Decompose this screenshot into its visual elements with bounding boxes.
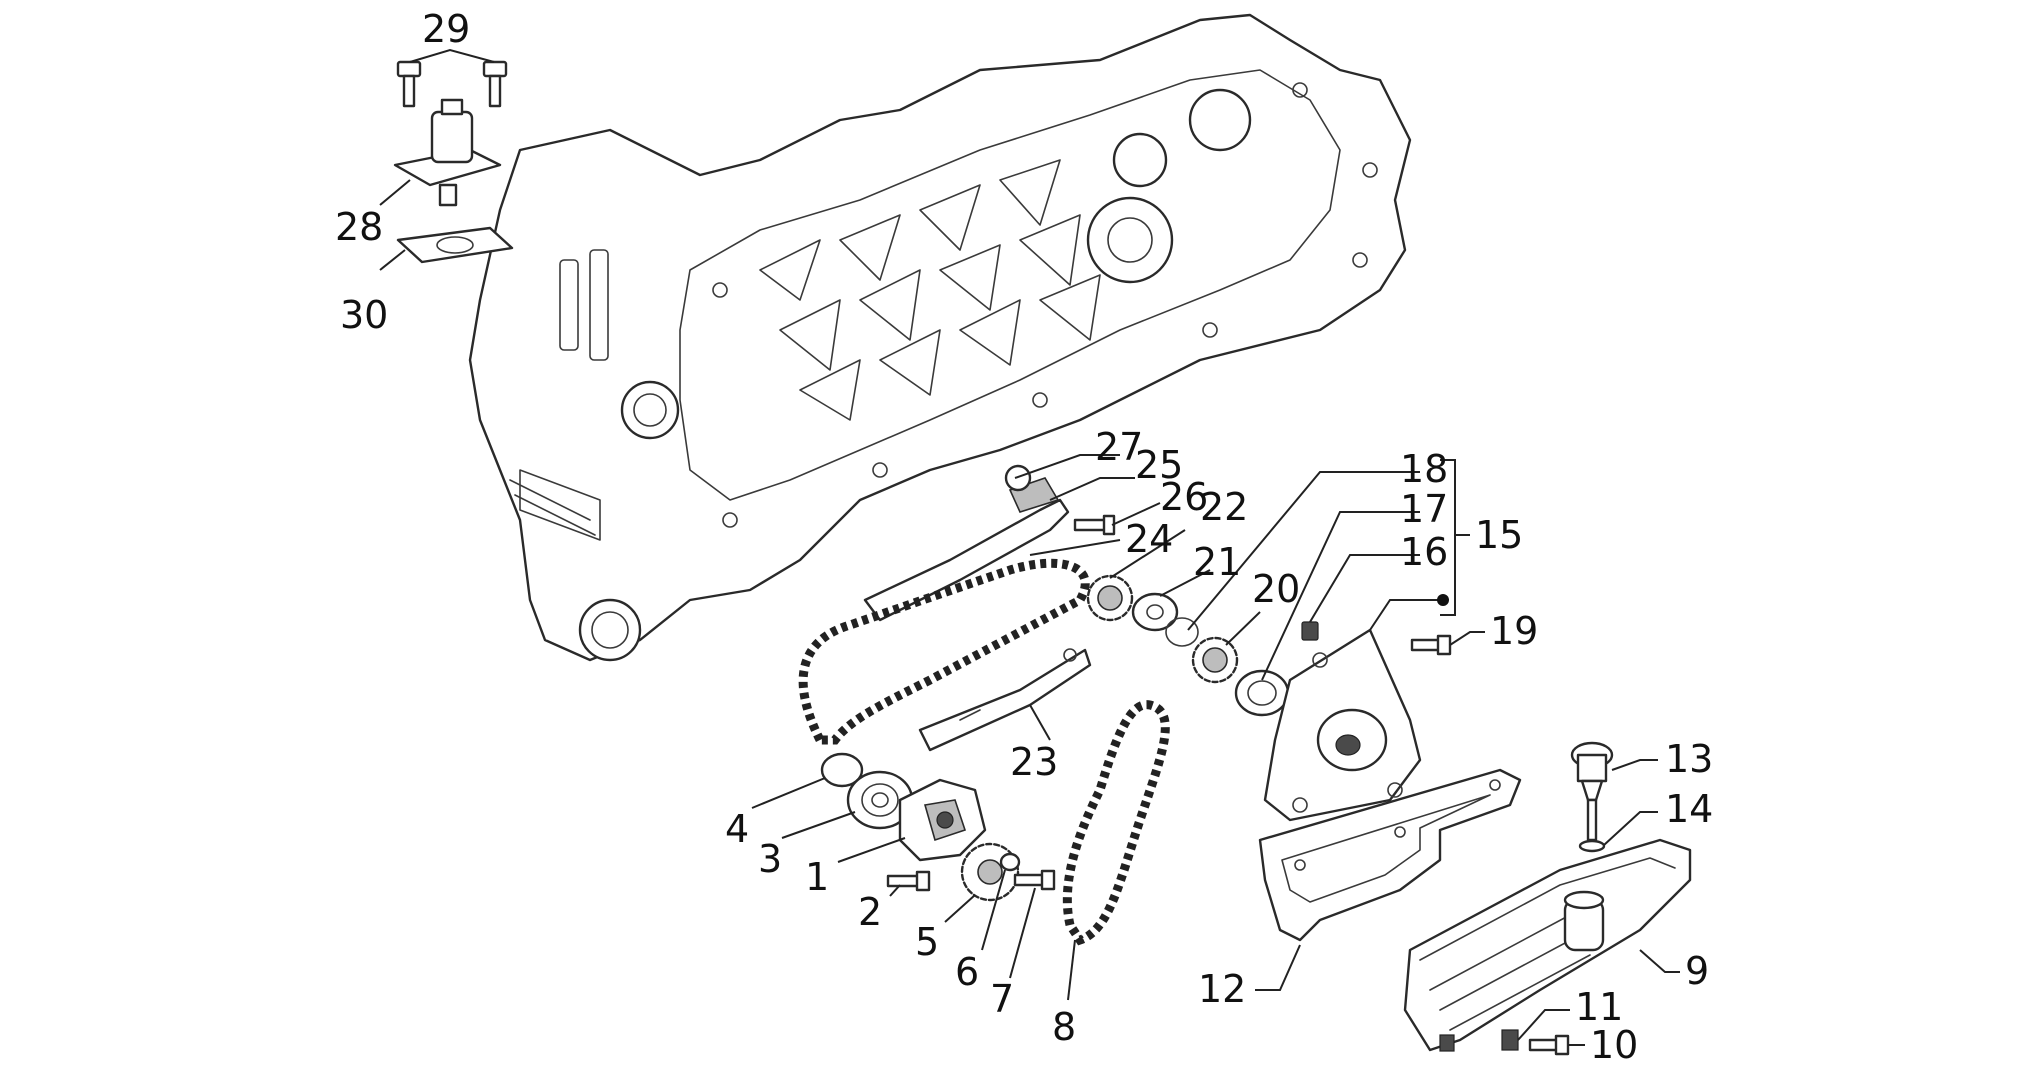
label-27: 27 (1095, 425, 1143, 469)
label-13: 13 (1665, 737, 1713, 781)
pump-sprocket-5 (960, 842, 1020, 902)
label-24: 24 (1125, 517, 1173, 561)
tensioner-bolt-right (482, 60, 508, 108)
oil-sump-9 (1403, 838, 1692, 1052)
seal-ring-14 (1578, 839, 1606, 853)
pump-sprocket-20 (1191, 636, 1239, 684)
pump-bolt-2 (886, 870, 931, 892)
washer-ring (1165, 617, 1199, 647)
label-8: 8 (1052, 1005, 1076, 1049)
chain-guide-upper (863, 464, 1070, 622)
pump-cover-plate (1263, 628, 1422, 822)
washer-6 (999, 852, 1021, 872)
sprocket-bolt-7 (1013, 869, 1056, 891)
label-26: 26 (1160, 475, 1208, 519)
label-5: 5 (915, 920, 939, 964)
label-3: 3 (758, 837, 782, 881)
callout-dot (1437, 594, 1449, 606)
clip-11 (1501, 1029, 1519, 1051)
leader-lines (379, 48, 1680, 1046)
crankcase-ribs (759, 159, 1101, 421)
label-17: 17 (1400, 487, 1448, 531)
label-15: 15 (1475, 513, 1523, 557)
dipstick-13 (1570, 741, 1614, 842)
label-7: 7 (990, 977, 1014, 1021)
washer-21 (1131, 592, 1179, 632)
tensioner-bolt-left (396, 60, 422, 108)
bearing-18 (1234, 669, 1290, 717)
label-18: 18 (1400, 447, 1448, 491)
label-16: 16 (1400, 530, 1448, 574)
label-12: 12 (1198, 967, 1246, 1011)
label-11: 11 (1575, 985, 1623, 1029)
drive-sprocket-22 (1086, 574, 1134, 622)
label-14: 14 (1665, 787, 1713, 831)
label-29: 29 (422, 7, 470, 51)
label-6: 6 (955, 950, 979, 994)
tensioner-assembly (393, 60, 514, 264)
part-number-labels: 29 28 30 27 25 26 22 24 21 20 23 18 17 1… (335, 7, 1713, 1067)
label-25: 25 (1135, 443, 1183, 487)
label-28: 28 (335, 205, 383, 249)
pivot-bolt-26 (1073, 514, 1116, 536)
label-1: 1 (805, 855, 829, 899)
pin-16 (1301, 621, 1319, 641)
chain-guide-lower (918, 648, 1092, 752)
sump-gasket-12 (1258, 768, 1522, 942)
sump-bolt-10 (1528, 1034, 1570, 1056)
label-19: 19 (1490, 609, 1538, 653)
label-9: 9 (1685, 949, 1709, 993)
label-20: 20 (1252, 567, 1300, 611)
timing-chain-upper (798, 558, 1090, 745)
oil-pump-body-1 (898, 778, 987, 862)
oil-pump-chain-8 (1062, 700, 1170, 946)
label-4: 4 (725, 807, 749, 851)
label-23: 23 (1010, 740, 1058, 784)
label-10: 10 (1590, 1023, 1638, 1067)
label-22: 22 (1200, 485, 1248, 529)
crankcase-housing (468, 13, 1412, 662)
bolt-19 (1410, 634, 1452, 656)
label-2: 2 (858, 890, 882, 934)
label-30: 30 (340, 293, 388, 337)
oring-4 (820, 752, 864, 788)
label-21: 21 (1193, 540, 1241, 584)
